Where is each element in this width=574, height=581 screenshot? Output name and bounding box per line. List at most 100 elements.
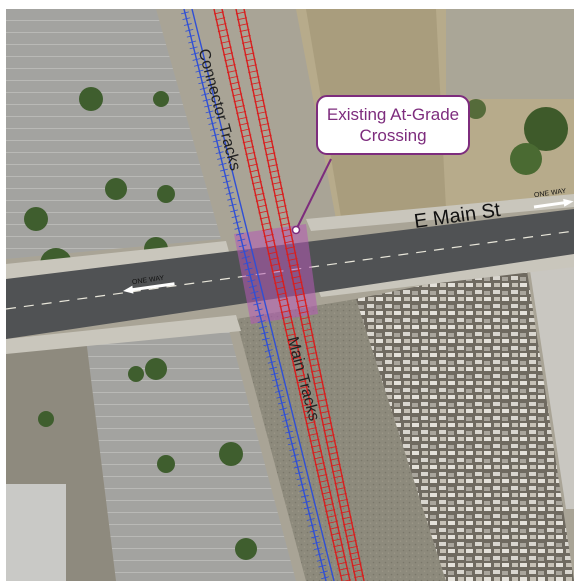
track-tie: [315, 553, 324, 556]
track-tie: [251, 296, 260, 300]
track-tie: [231, 215, 240, 219]
track-tie: [258, 210, 269, 214]
track-tie: [318, 564, 327, 568]
track-tie: [276, 395, 285, 399]
track-tie: [263, 343, 272, 347]
track-tie: [339, 573, 350, 577]
track-tie: [316, 558, 325, 562]
track-tie: [328, 451, 339, 455]
track-tie: [295, 471, 304, 475]
track-tie: [293, 287, 304, 291]
track-tie: [222, 180, 231, 184]
track-tie: [240, 250, 249, 253]
track-tie: [298, 310, 309, 314]
track-tie: [234, 105, 245, 109]
main-tracks: [213, 9, 365, 581]
track-tie: [262, 228, 273, 232]
track-tie: [274, 280, 285, 284]
track-tie: [299, 489, 308, 492]
track-tie: [215, 17, 226, 21]
track-tie: [285, 333, 296, 337]
track-tie: [255, 105, 266, 109]
track-tie: [259, 325, 268, 329]
track-tie: [196, 75, 205, 79]
track-tie: [245, 58, 256, 62]
track-tie: [211, 133, 220, 137]
building-east: [526, 239, 574, 509]
track-tie: [334, 481, 345, 485]
track-tie: [338, 498, 349, 502]
callout-line-2: Crossing: [359, 126, 427, 145]
crossing-point: [291, 225, 301, 235]
track-tie: [289, 448, 298, 451]
track-tie: [300, 397, 311, 401]
track-tie: [278, 298, 289, 302]
track-tie: [214, 145, 223, 149]
track-tie: [287, 258, 298, 261]
track-tie: [349, 551, 360, 555]
aerial-map-image: [6, 9, 574, 581]
track-tie: [219, 34, 230, 38]
one-way-arrow-right-icon: [533, 198, 574, 209]
track-tie: [282, 315, 292, 319]
track-tie: [314, 462, 325, 466]
track-tie: [276, 292, 287, 296]
callout-existing-at-grade-crossing: Existing At-Grade Crossing: [316, 95, 470, 155]
track-tie: [257, 204, 268, 208]
track-tie: [320, 485, 330, 489]
track-tie: [220, 168, 228, 172]
track-tie: [320, 416, 331, 420]
track-tie: [299, 316, 310, 320]
track-tie: [338, 567, 349, 571]
track-tie: [280, 413, 289, 417]
track-tie: [254, 308, 263, 312]
track-tie: [283, 424, 292, 428]
track-tie: [259, 123, 270, 126]
track-tie: [249, 76, 260, 79]
track-tie: [317, 473, 328, 477]
track-tie: [271, 181, 282, 185]
track-tie: [215, 151, 224, 154]
track-tie: [313, 547, 322, 550]
track-tie: [311, 535, 320, 539]
track-tie: [180, 11, 189, 15]
track-tie: [333, 544, 344, 548]
track-tie: [255, 198, 266, 202]
track-tie: [262, 140, 273, 144]
track-tie: [351, 563, 362, 567]
track-tie: [241, 256, 250, 259]
track-tie: [204, 104, 213, 108]
track-tie: [209, 127, 218, 131]
track-tie: [269, 366, 278, 370]
track-tie: [272, 187, 283, 191]
track-tie: [234, 226, 243, 230]
track-tie: [303, 409, 313, 413]
track-tie: [354, 575, 365, 579]
track-tie: [269, 170, 280, 173]
track-tie: [333, 475, 344, 479]
track-tie: [270, 175, 281, 179]
track-tie: [318, 404, 329, 408]
junkyard: [356, 264, 574, 581]
one-way-arrow-left-icon: [123, 282, 175, 294]
track-tie: [308, 432, 319, 436]
track-tie: [221, 174, 230, 178]
track-tie: [192, 58, 201, 61]
track-tie: [301, 322, 312, 326]
track-tie: [195, 69, 204, 73]
track-tie: [293, 465, 302, 469]
track-tie: [334, 550, 345, 554]
track-tie: [257, 320, 266, 323]
track-tie: [218, 162, 227, 166]
track-tie: [292, 362, 303, 366]
track-tie: [227, 197, 236, 201]
track-tie: [263, 233, 274, 237]
aerial-map[interactable]: E Main St Connector Tracks Main Tracks O…: [6, 9, 574, 581]
track-tie: [291, 275, 302, 279]
track-tie: [352, 569, 363, 573]
track-tie: [339, 504, 350, 508]
track-tie: [230, 209, 239, 213]
track-tie: [237, 17, 248, 21]
track-tie: [329, 526, 340, 530]
track-tie: [265, 239, 275, 243]
